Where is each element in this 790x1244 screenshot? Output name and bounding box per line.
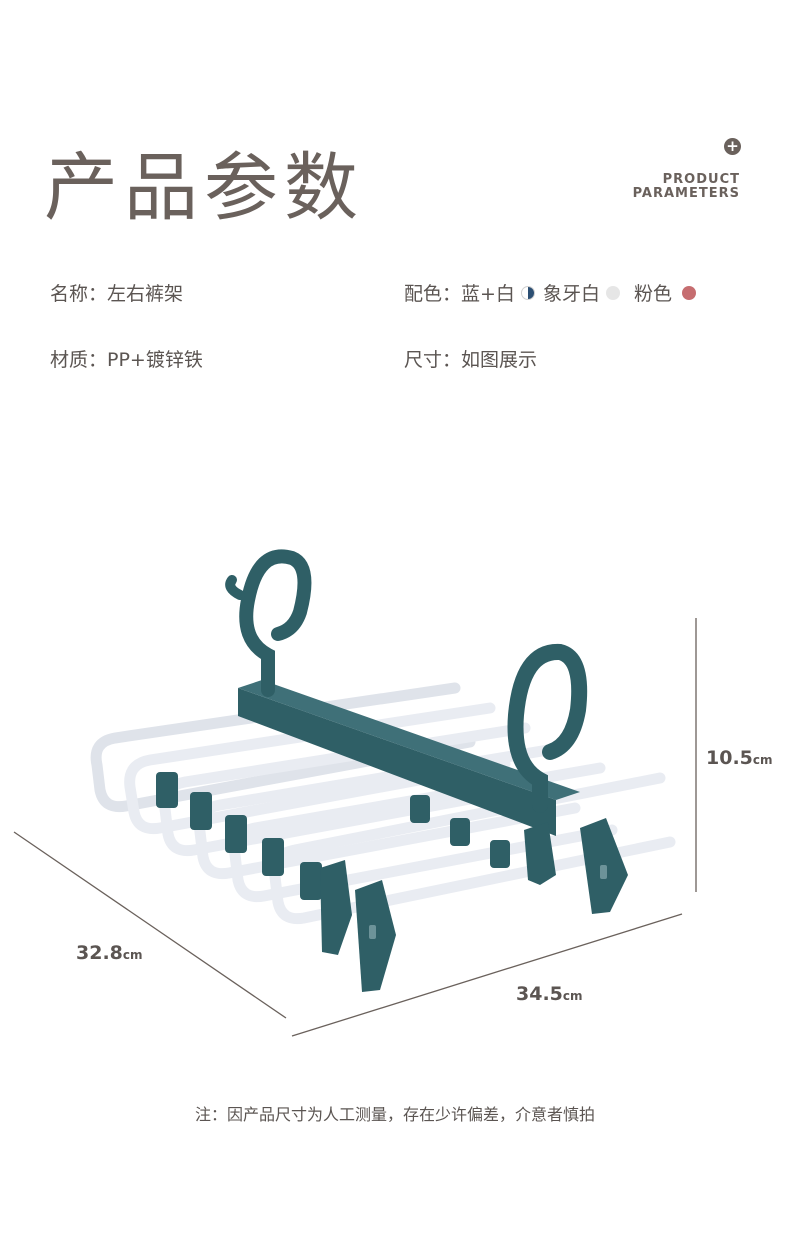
- spec-name: 名称：左右裤架: [50, 283, 184, 305]
- width-value: 34.5: [516, 983, 563, 1005]
- measurement-disclaimer: 注：因产品尺寸为人工测量，存在少许偏差，介意者慎拍: [194, 1105, 595, 1124]
- right-hook: [507, 644, 588, 813]
- center-bar: [238, 688, 556, 836]
- depth-unit: cm: [122, 948, 143, 962]
- height-unit: cm: [752, 753, 773, 767]
- spec-colors: 配色：蓝+白 象牙白 粉色: [404, 279, 704, 306]
- english-title-line2: PARAMETERS: [632, 186, 740, 201]
- width-unit: cm: [562, 989, 583, 1003]
- page-title: 产品参数: [44, 145, 364, 231]
- clip-highlights: [369, 865, 607, 939]
- ivory-swatch-icon: [605, 286, 620, 300]
- spec-size: 尺寸：如图展示: [404, 349, 538, 371]
- color-option-ivory: 象牙白: [542, 283, 600, 305]
- color-option-pink: 粉色: [633, 283, 672, 305]
- depth-value: 32.8: [76, 942, 123, 964]
- rear-clips: [156, 772, 510, 900]
- spec-material: 材质：PP+镀锌铁: [50, 349, 203, 371]
- blue-white-swatch-icon: [520, 286, 535, 300]
- pink-swatch-icon: [681, 286, 696, 300]
- english-title-line1: PRODUCT: [662, 172, 740, 187]
- height-dimension-label: 10.5cm: [706, 747, 773, 769]
- spec-colors-label: 配色：: [404, 283, 462, 305]
- width-dimension-label: 34.5cm: [516, 983, 583, 1005]
- depth-dimension-label: 32.8cm: [76, 942, 143, 964]
- depth-dimension-line: [13, 831, 287, 1019]
- color-option-blue-white: 蓝+白: [461, 283, 515, 305]
- height-value: 10.5: [706, 747, 753, 769]
- hanger-rods: [90, 682, 676, 925]
- left-hook: [239, 549, 312, 697]
- plus-icon: +: [724, 138, 741, 155]
- width-dimension-line: [291, 913, 683, 1037]
